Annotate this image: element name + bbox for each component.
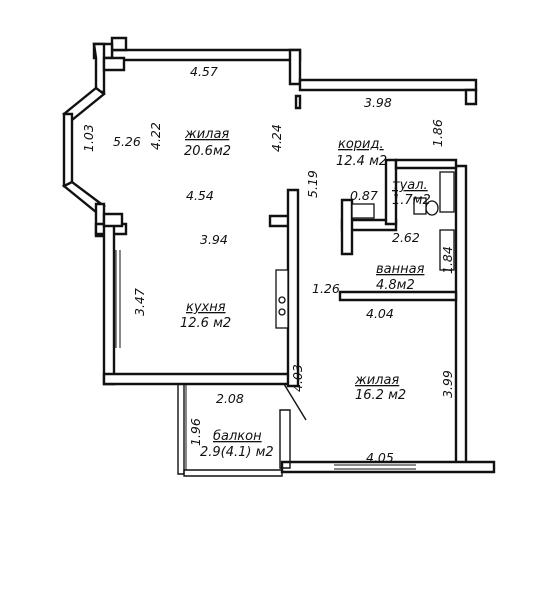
room-area-toilet: 1.7м2 xyxy=(392,193,431,208)
room-name-bath: ванная xyxy=(376,262,425,277)
room-area-living1: 20.6м2 xyxy=(184,144,231,159)
dim-1-84: 1.84 xyxy=(440,246,455,274)
room-name-corridor: корид. xyxy=(338,137,384,152)
dim-4-03: 4.03 xyxy=(290,364,305,392)
dim-4-05: 4.05 xyxy=(366,450,394,465)
dim-0-87: 0.87 xyxy=(350,188,378,203)
room-name-kitchen: кухня xyxy=(186,300,226,315)
fixtures xyxy=(275,171,455,329)
dim-3-94: 3.94 xyxy=(200,232,228,247)
room-area-bath: 4.8м2 xyxy=(376,278,415,293)
room-name-living2: жилая xyxy=(354,373,399,388)
windows xyxy=(115,250,416,470)
room-name-toilet: туал. xyxy=(392,178,428,193)
dim-5-26: 5.26 xyxy=(113,134,141,149)
room-name-living1: жилая xyxy=(184,127,229,142)
dim-1-26: 1.26 xyxy=(312,281,340,296)
dim-1-03: 1.03 xyxy=(81,124,96,152)
dim-2-08: 2.08 xyxy=(216,391,244,406)
dim-4-04: 4.04 xyxy=(366,306,394,321)
room-area-living2: 16.2 м2 xyxy=(355,388,406,403)
door-swing xyxy=(283,383,307,421)
room-area-balcony: 2.9(4.1) м2 xyxy=(200,445,274,460)
room-area-corridor: 12.4 м2 xyxy=(336,154,387,169)
room-labels: жилая 20.6м2 корид. 12.4 м2 туал. 1.7м2 … xyxy=(180,127,431,460)
dim-2-62: 2.62 xyxy=(392,230,420,245)
dim-4-54: 4.54 xyxy=(186,188,214,203)
dim-4-57: 4.57 xyxy=(190,64,218,79)
dim-3-47: 3.47 xyxy=(132,288,147,316)
dim-1-86: 1.86 xyxy=(430,119,445,147)
dim-3-98: 3.98 xyxy=(364,95,392,110)
dim-4-22: 4.22 xyxy=(148,122,163,150)
dim-3-99: 3.99 xyxy=(440,370,455,398)
room-name-balcony: балкон xyxy=(213,429,262,444)
dim-4-24: 4.24 xyxy=(269,124,284,152)
room-area-kitchen: 12.6 м2 xyxy=(180,316,231,331)
dim-1-96: 1.96 xyxy=(188,418,203,446)
dimension-labels: 4.57 3.98 5.26 4.22 4.24 1.03 1.86 4.54 … xyxy=(81,64,455,465)
dim-5-19: 5.19 xyxy=(305,170,320,198)
walls xyxy=(61,36,496,477)
